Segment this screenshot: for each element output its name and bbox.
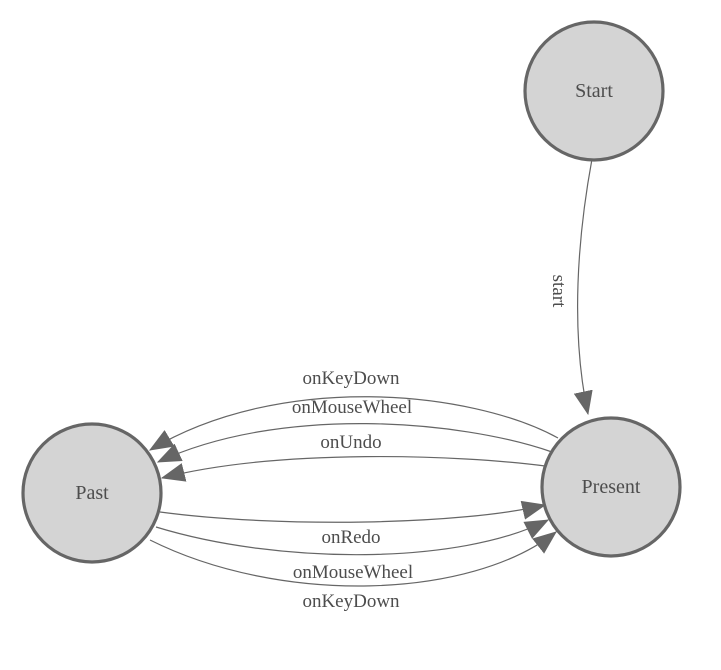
edge-label-start-present-start: start — [548, 275, 569, 308]
edge-labels-layer: start onKeyDown onMouseWheel onUndo onRedo on… — [292, 275, 569, 612]
state-label-present: Present — [582, 476, 641, 498]
edge-label-present-past-onundo: onUndo — [320, 432, 381, 453]
transition-edge-past-present-onredo[interactable] — [159, 500, 547, 523]
edges-layer — [148, 158, 593, 587]
state-node-start[interactable]: Start — [523, 20, 665, 162]
transition-edge-past-present-onkeydown[interactable] — [149, 531, 557, 587]
transition-edge-start-present-start[interactable] — [573, 158, 593, 416]
transition-edge-present-past-onundo[interactable] — [160, 455, 546, 482]
state-node-present[interactable]: Present — [540, 416, 682, 558]
state-label-start: Start — [575, 80, 613, 102]
transition-edge-present-past-onmousewheel[interactable] — [156, 423, 553, 463]
edge-label-past-present-onredo: onRedo — [321, 527, 380, 548]
state-node-past[interactable]: Past — [21, 422, 163, 564]
edge-label-present-past-onmousewheel: onMouseWheel — [292, 397, 412, 418]
state-circle-start[interactable] — [523, 20, 665, 162]
transition-edge-present-past-onkeydown[interactable] — [148, 396, 559, 451]
edge-label-present-past-onkeydown: onKeyDown — [302, 368, 400, 389]
edge-label-past-present-onkeydown: onKeyDown — [302, 591, 400, 612]
state-circle-present[interactable] — [540, 416, 682, 558]
state-circle-past[interactable] — [21, 422, 163, 564]
state-label-past: Past — [75, 482, 109, 504]
transition-edge-past-present-onmousewheel[interactable] — [155, 519, 550, 556]
edge-label-past-present-onmousewheel: onMouseWheel — [293, 562, 413, 583]
